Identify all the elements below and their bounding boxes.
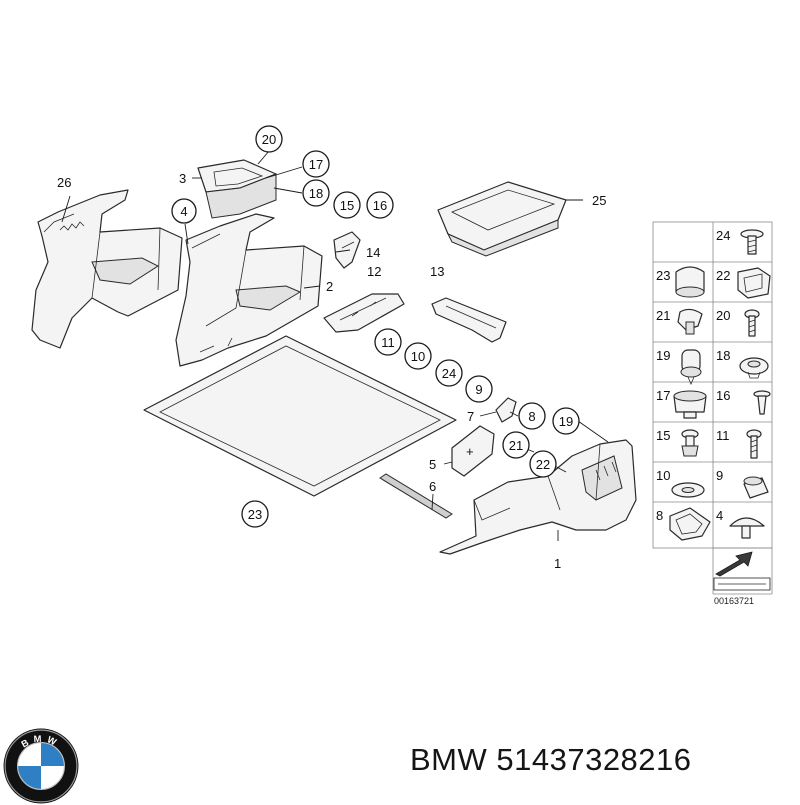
fastener-23-plug	[675, 266, 705, 298]
fastener-22-clip	[737, 267, 771, 299]
grid-label-10: 10	[656, 468, 670, 483]
part-7-clip-bracket	[495, 397, 517, 423]
callout-1: 1	[554, 556, 561, 571]
part-25-tray	[437, 181, 567, 257]
part-13-strip	[431, 297, 507, 343]
part-23-floor-mat	[143, 335, 457, 497]
fastener-4-clip	[729, 517, 765, 539]
callout-21: 21	[502, 431, 530, 459]
grid-label-18: 18	[716, 348, 730, 363]
reference-number: 00163721	[714, 596, 754, 606]
callout-4: 4	[171, 198, 197, 224]
svg-text:24: 24	[442, 366, 456, 381]
grid-label-21: 21	[656, 308, 670, 323]
fastener-19-plug	[680, 349, 702, 386]
callout-3: 3	[179, 171, 186, 186]
svg-text:9: 9	[475, 382, 482, 397]
part-5-round-cover: +	[451, 425, 495, 477]
callout-17: 17	[302, 150, 330, 178]
callout-25: 25	[592, 193, 606, 208]
part-2-side-trim-panel	[175, 213, 323, 367]
callout-19: 19	[552, 407, 580, 435]
callout-20: 20	[255, 125, 283, 153]
callout-15: 15	[333, 191, 361, 219]
grid-label-17: 17	[656, 388, 670, 403]
fastener-17-nut	[673, 390, 707, 419]
svg-text:+: +	[466, 444, 474, 459]
grid-label-8: 8	[656, 508, 663, 523]
fastener-9-sleeve	[743, 476, 769, 499]
grid-label-23: 23	[656, 268, 670, 283]
fastener-24-screw	[740, 229, 764, 255]
grid-label-24: 24	[716, 228, 730, 243]
callout-10: 10	[404, 342, 432, 370]
callout-11: 11	[374, 328, 402, 356]
svg-text:10: 10	[411, 349, 425, 364]
svg-text:16: 16	[373, 198, 387, 213]
fastener-8-clip	[669, 507, 711, 541]
grid-label-20: 20	[716, 308, 730, 323]
svg-text:11: 11	[381, 335, 395, 350]
svg-text:8: 8	[528, 409, 535, 424]
part-number-caption: BMW 51437328216	[410, 742, 692, 777]
svg-text:20: 20	[262, 132, 276, 147]
callouts: 26 3 2 14 12 13 25 7 5 6 1	[57, 171, 606, 571]
svg-text:18: 18	[309, 186, 323, 201]
callout-8: 8	[518, 402, 546, 430]
grid-label-16: 16	[716, 388, 730, 403]
callout-5: 5	[429, 457, 436, 472]
grid-label-22: 22	[716, 268, 730, 283]
fastener-15-rivet	[681, 429, 699, 457]
svg-text:4: 4	[180, 204, 187, 219]
bmw-logo: BMW	[3, 728, 79, 804]
svg-text:17: 17	[309, 157, 323, 172]
svg-text:15: 15	[340, 198, 354, 213]
callout-14: 14	[366, 245, 380, 260]
fastener-16-pin	[753, 390, 771, 415]
svg-text:23: 23	[248, 507, 262, 522]
fastener-10-washer	[671, 482, 705, 498]
grid-label-4: 4	[716, 508, 723, 523]
callout-2: 2	[326, 279, 333, 294]
callout-26: 26	[57, 175, 71, 190]
callout-16: 16	[366, 191, 394, 219]
fastener-20-screw	[744, 309, 760, 337]
fastener-21-rivet	[677, 308, 703, 335]
grid-label-19: 19	[656, 348, 670, 363]
callout-9: 9	[465, 375, 493, 403]
svg-text:19: 19	[559, 414, 573, 429]
callout-6: 6	[429, 479, 436, 494]
grid-label-9: 9	[716, 468, 723, 483]
part-3-storage-box	[197, 159, 277, 219]
part-6-seal-strip	[379, 473, 453, 519]
callout-22: 22	[529, 450, 557, 478]
circled-callouts: 20 17 18 4 15 16 11 10	[171, 125, 580, 528]
svg-text:21: 21	[509, 438, 523, 453]
callout-7: 7	[467, 409, 474, 424]
direction-arrow-icon	[713, 551, 771, 591]
callout-24: 24	[435, 359, 463, 387]
fastener-11-screw	[746, 429, 762, 459]
callout-13: 13	[430, 264, 444, 279]
callout-12: 12	[367, 264, 381, 279]
leader-lines	[61, 150, 609, 541]
callout-23: 23	[241, 500, 269, 528]
fastener-grid: 24 23 22 21 20 19 18 17 16 15 11 10 9 8 …	[652, 221, 773, 606]
callout-18: 18	[302, 179, 330, 207]
grid-label-15: 15	[656, 428, 670, 443]
svg-text:22: 22	[536, 457, 550, 472]
part-26-left-trim-panel	[31, 189, 183, 349]
part-1-right-trim-panel	[439, 439, 637, 555]
fastener-18-grommet	[739, 357, 769, 379]
grid-label-11: 11	[716, 428, 730, 443]
part-12-cover-strip	[323, 293, 405, 333]
